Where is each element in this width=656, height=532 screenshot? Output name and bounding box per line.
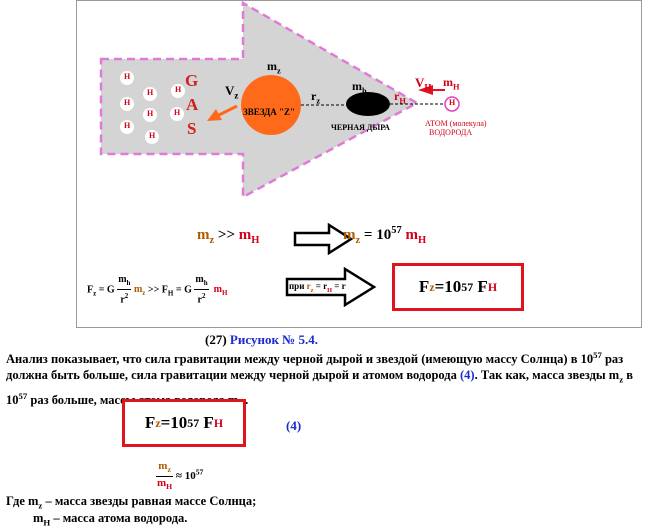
star-velocity-arrow <box>207 109 222 121</box>
rh-label: rH <box>394 89 406 106</box>
black-hole <box>346 92 390 116</box>
mh-atom-label: mH <box>443 75 460 92</box>
rz-label: rz <box>311 89 321 106</box>
atom-velocity-arrow <box>418 85 433 95</box>
atom-label: ВОДОРОДА <box>429 128 473 137</box>
diagram-graphics <box>99 1 460 200</box>
h-label: H <box>124 72 131 81</box>
gas-letter: A <box>186 95 199 114</box>
h-label: H <box>147 109 154 118</box>
black-hole-label: ЧЕРНАЯ ДЫРА <box>331 123 390 132</box>
vz-label: Vz <box>225 83 239 101</box>
figure-caption: (27) Рисунок № 5.4. <box>205 332 318 347</box>
gas-letter: S <box>187 119 197 138</box>
implies-arrow-2 <box>285 267 377 307</box>
gas-letter: G <box>185 71 199 90</box>
vh-label: VH <box>415 75 432 93</box>
atom-h-label: H <box>449 98 456 107</box>
condition-r: при rz = rH = r <box>289 281 346 294</box>
star-z <box>241 75 301 135</box>
mz-eq: mz = 1057 mH <box>343 225 427 246</box>
mz-gg-mh: mz >> mH <box>197 227 260 246</box>
hydrogen-atom <box>444 96 460 112</box>
h-label: H <box>149 131 156 140</box>
analysis-paragraph: Анализ показывает, что сила гравитации м… <box>6 350 633 409</box>
equation-4-number: (4) <box>286 418 302 433</box>
h-label: H <box>124 121 131 130</box>
h-label: H <box>174 108 181 117</box>
mh-bh-label: mh <box>352 79 367 96</box>
h-label: H <box>147 88 154 97</box>
definition-mh: mH – масса атома водорода. <box>33 511 188 528</box>
gas-atoms <box>120 71 185 144</box>
h-label: H <box>175 85 182 94</box>
atom-label: АТОМ (молекула) <box>425 119 487 128</box>
implies-arrow-1 <box>293 223 353 255</box>
figure-frame: H H H H H H H H H G A S Vz mz ЗВЕЗДА "Z"… <box>76 0 642 328</box>
star-label: ЗВЕЗДА "Z" <box>243 107 296 117</box>
equation-ref-link[interactable]: (4) <box>460 368 475 383</box>
mz-label: mz <box>267 59 281 76</box>
h-label: H <box>124 98 131 107</box>
definition-mz: Где mz – масса звезды равная массе Солнц… <box>6 494 257 511</box>
